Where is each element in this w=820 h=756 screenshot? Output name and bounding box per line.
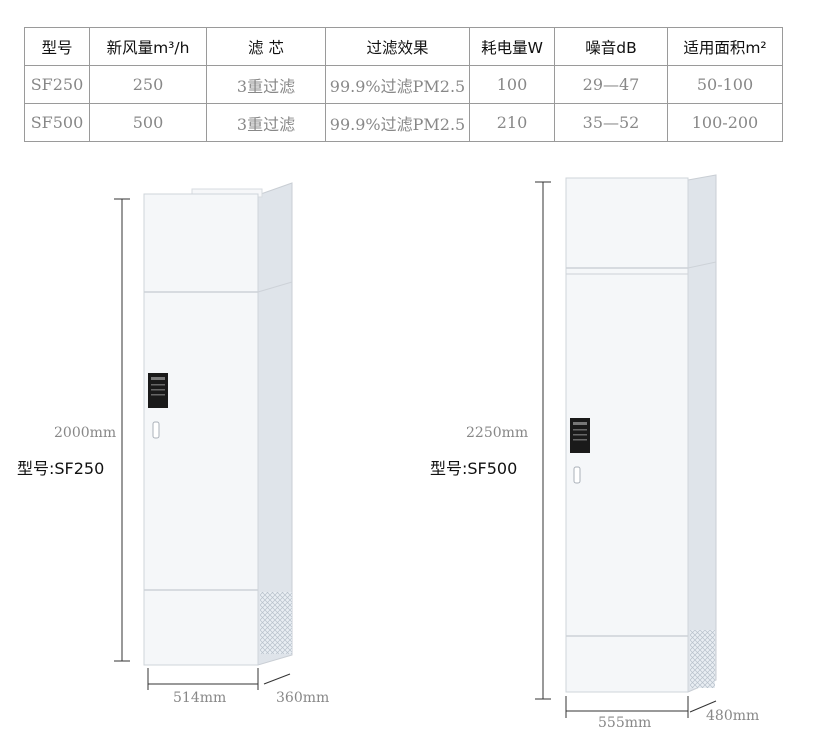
left-model-label: 型号:SF250: [17, 459, 105, 478]
right-model-label: 型号:SF500: [430, 459, 518, 478]
table-header-row: 型号 新风量m³/h 滤 芯 过滤效果 耗电量W 噪音dB 适用面积m²: [24, 27, 783, 66]
table-cell: SF250: [24, 65, 90, 104]
dimension-lines: [114, 181, 717, 718]
left-width-label: 514mm: [173, 690, 227, 706]
header-cell: 过滤效果: [325, 27, 470, 66]
table-cell: 100-200: [667, 103, 783, 142]
table-cell: 210: [469, 103, 555, 142]
right-depth-label: 480mm: [706, 708, 760, 724]
table-cell: 500: [89, 103, 207, 142]
table-cell: 50-100: [667, 65, 783, 104]
door-lock: [573, 466, 581, 484]
table-cell: 35—52: [554, 103, 668, 142]
table-cell: 99.9%过滤PM2.5: [325, 65, 470, 104]
header-cell: 适用面积m²: [667, 27, 783, 66]
table-row: SF250 250 3重过滤 99.9%过滤PM2.5 100 29—47 50…: [24, 65, 783, 104]
header-cell: 型号: [24, 27, 90, 66]
left-height-label: 2000mm: [54, 425, 117, 441]
vent-grill: [690, 630, 715, 688]
table-cell: SF500: [24, 103, 90, 142]
vent-grill: [260, 592, 292, 654]
table-cell: 250: [89, 65, 207, 104]
table-row: SF500 500 3重过滤 99.9%过滤PM2.5 210 35—52 10…: [24, 103, 783, 142]
header-cell: 新风量m³/h: [89, 27, 207, 66]
table-cell: 3重过滤: [206, 65, 326, 104]
table-cell: 100: [469, 65, 555, 104]
left-depth-label: 360mm: [276, 690, 330, 706]
right-unit-cabinet: [565, 174, 717, 693]
table-cell: 99.9%过滤PM2.5: [325, 103, 470, 142]
right-height-label: 2250mm: [466, 425, 529, 441]
table-cell: 29—47: [554, 65, 668, 104]
spec-table: 型号 新风量m³/h 滤 芯 过滤效果 耗电量W 噪音dB 适用面积m² SF2…: [24, 27, 783, 142]
right-width-label: 555mm: [598, 715, 652, 731]
table-cell: 3重过滤: [206, 103, 326, 142]
door-lock: [152, 421, 160, 439]
left-unit-cabinet: [143, 182, 293, 666]
